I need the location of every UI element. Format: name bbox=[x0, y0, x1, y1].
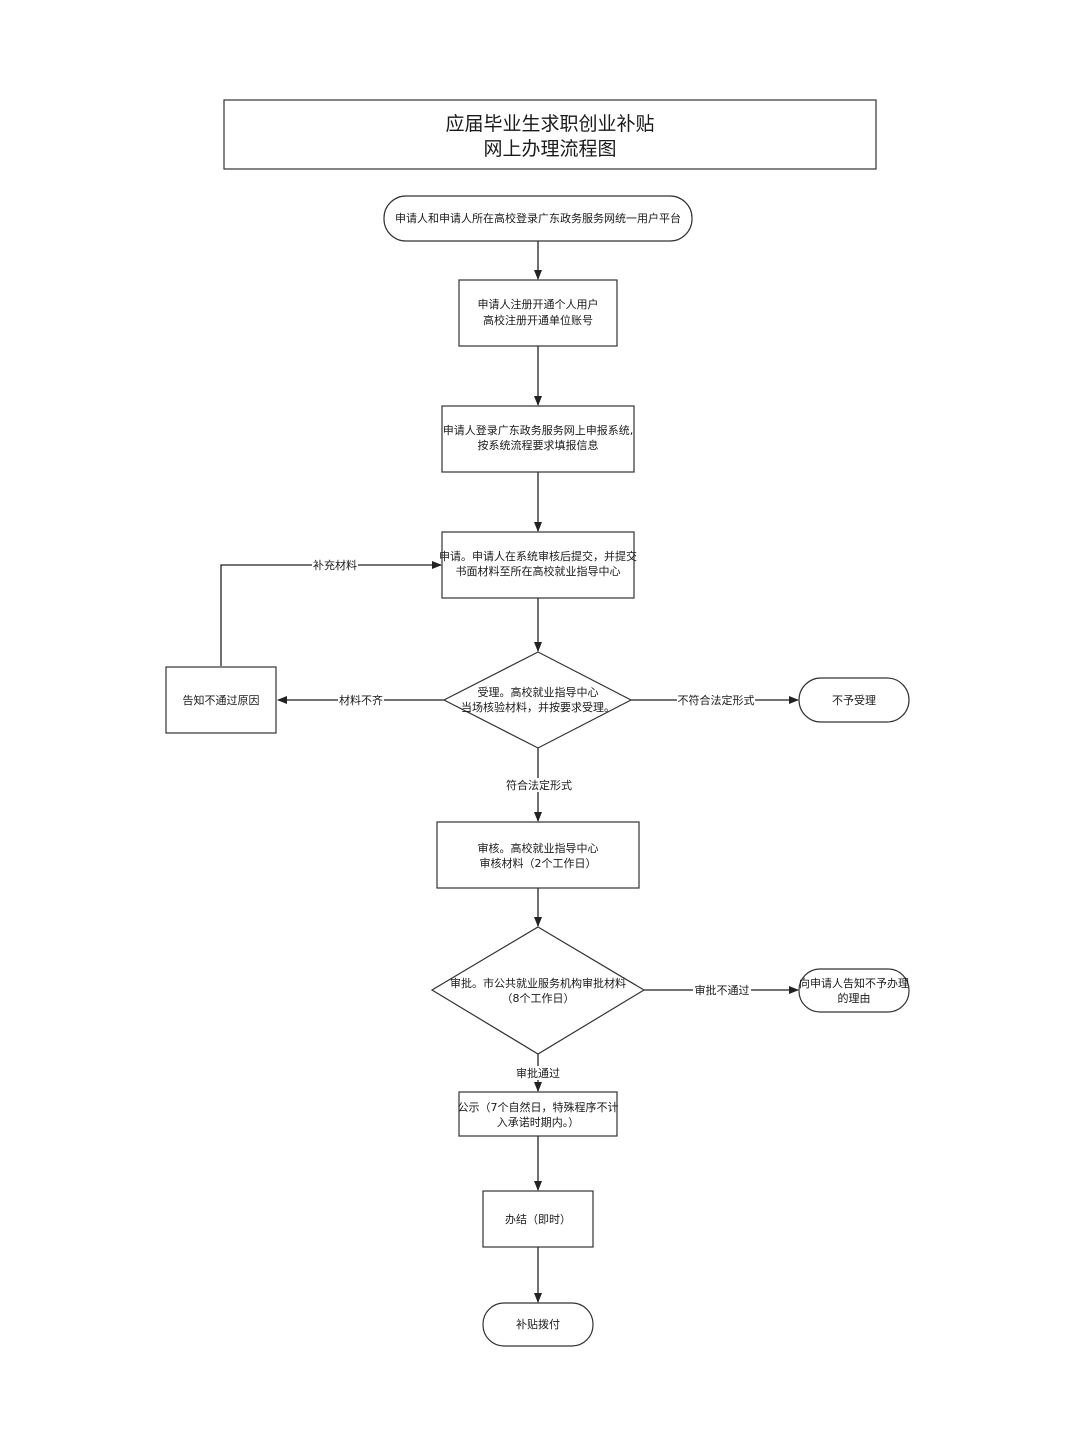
node-publicity-line-2: 入承诺时期内。） bbox=[497, 1115, 580, 1129]
node-apply: 申请。申请人在系统审核后提交，并提交 书面材料至所在高校就业指导中心 bbox=[439, 531, 637, 599]
title-line-1: 应届毕业生求职创业补贴 bbox=[445, 113, 654, 135]
node-pay: 补贴拨付 bbox=[482, 1302, 594, 1347]
node-reject: 不予受理 bbox=[798, 677, 910, 723]
node-approve-line-1: 审批。市公共就业服务机构审批材料 bbox=[450, 976, 626, 990]
node-review: 审核。高校就业指导中心 审核材料（2个工作日） bbox=[436, 821, 640, 889]
node-publicity-line-1: 公示（7个自然日，特殊程序不计 bbox=[458, 1100, 619, 1114]
edge-labels: 补充材料 材料不齐 不符合法定形式 符合法定形式 审批不通过 审批通过 bbox=[312, 558, 755, 1080]
node-register-line-2: 高校注册开通单位账号 bbox=[483, 313, 593, 327]
node-notify-line-1: 向申请人告知不予办理 bbox=[799, 976, 909, 990]
node-fill-info-line-2: 按系统流程要求填报信息 bbox=[478, 438, 599, 452]
edge-label-nonconforming: 不符合法定形式 bbox=[678, 693, 755, 707]
node-finish: 办结（即时） bbox=[482, 1190, 594, 1248]
node-finish-text: 办结（即时） bbox=[505, 1213, 571, 1226]
node-login: 申请人和申请人所在高校登录广东政务服务网统一用户平台 bbox=[383, 195, 693, 242]
node-notify-line-2: 的理由 bbox=[838, 991, 871, 1005]
node-review-line-2: 审核材料（2个工作日） bbox=[480, 856, 597, 870]
edge-label-not-approved: 审批不通过 bbox=[695, 983, 750, 997]
edge-label-incomplete: 材料不齐 bbox=[339, 693, 383, 707]
node-fill-info-line-1: 申请人登录广东政务服务网上申报系统, bbox=[443, 423, 634, 437]
node-accept-line-2: 当场核验材料，并按要求受理。 bbox=[461, 700, 615, 714]
node-apply-line-2: 书面材料至所在高校就业指导中心 bbox=[456, 564, 621, 578]
title-box: 应届毕业生求职创业补贴 网上办理流程图 bbox=[223, 99, 877, 170]
node-notify-not-handled: 向申请人告知不予办理 的理由 bbox=[798, 968, 910, 1013]
node-reject-text: 不予受理 bbox=[832, 694, 876, 707]
edge-label-conforming: 符合法定形式 bbox=[506, 778, 572, 792]
node-review-line-1: 审核。高校就业指导中心 bbox=[478, 841, 599, 855]
node-pay-text: 补贴拨付 bbox=[516, 1317, 560, 1331]
node-register: 申请人注册开通个人用户 高校注册开通单位账号 bbox=[458, 279, 618, 347]
node-notify-reason-text: 告知不通过原因 bbox=[183, 693, 260, 707]
node-register-line-1: 申请人注册开通个人用户 bbox=[478, 297, 599, 311]
node-login-text: 申请人和申请人所在高校登录广东政务服务网统一用户平台 bbox=[395, 211, 681, 225]
node-fill-info: 申请人登录广东政务服务网上申报系统, 按系统流程要求填报信息 bbox=[441, 405, 635, 473]
node-accept-decision: 受理。高校就业指导中心 当场核验材料，并按要求受理。 bbox=[442, 651, 633, 749]
node-notify-reason: 告知不通过原因 bbox=[165, 666, 277, 734]
node-apply-line-1: 申请。申请人在系统审核后提交，并提交 bbox=[439, 549, 637, 563]
edges bbox=[220, 241, 799, 1303]
node-publicity: 公示（7个自然日，特殊程序不计 入承诺时期内。） bbox=[458, 1091, 619, 1137]
edge-notify-reason-apply bbox=[220, 561, 442, 666]
edge-label-approved: 审批通过 bbox=[516, 1066, 560, 1080]
title-line-2: 网上办理流程图 bbox=[483, 138, 616, 160]
node-approve-line-2: （8个工作日） bbox=[502, 992, 575, 1005]
node-accept-line-1: 受理。高校就业指导中心 bbox=[478, 685, 599, 699]
node-approve-decision: 审批。市公共就业服务机构审批材料 （8个工作日） bbox=[430, 926, 646, 1055]
edge-label-supplement: 补充材料 bbox=[313, 558, 357, 572]
